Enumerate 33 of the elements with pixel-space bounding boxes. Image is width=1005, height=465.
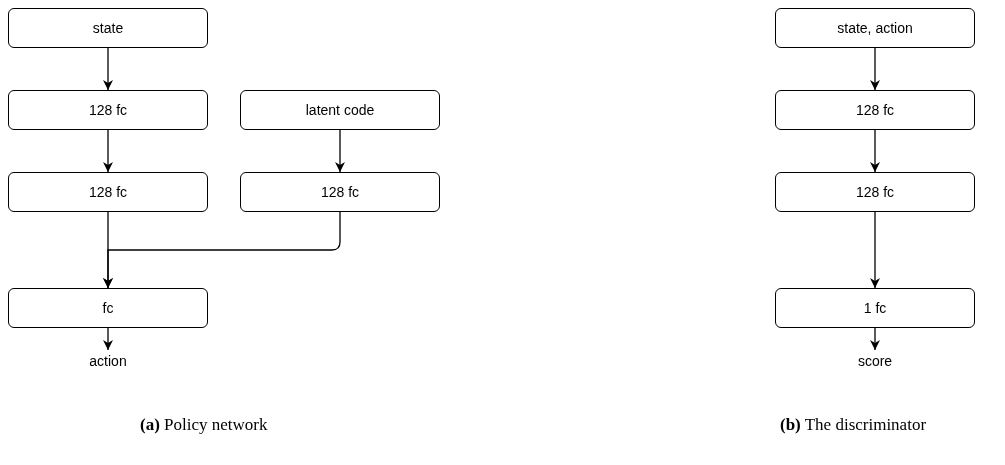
output-label: action bbox=[78, 350, 138, 372]
layer-box bbox=[775, 90, 975, 130]
layer-label: 128 fc bbox=[88, 183, 128, 201]
arrow bbox=[103, 129, 113, 173]
layer-box bbox=[775, 288, 975, 328]
layer-box bbox=[8, 90, 208, 130]
arrow bbox=[103, 211, 341, 289]
arrow bbox=[103, 327, 113, 351]
output-label: score bbox=[845, 350, 905, 372]
arrow bbox=[870, 47, 880, 91]
arrow bbox=[870, 211, 880, 289]
layer-box bbox=[8, 8, 208, 48]
layer-box bbox=[8, 288, 208, 328]
layer-label: fc bbox=[102, 299, 114, 317]
layer-label: 128 fc bbox=[855, 183, 895, 201]
arrow bbox=[335, 129, 345, 173]
figure-caption: (a) Policy network bbox=[140, 415, 268, 435]
layer-box bbox=[240, 172, 440, 212]
layer-box bbox=[240, 90, 440, 130]
layer-label: 128 fc bbox=[855, 101, 895, 119]
arrow bbox=[870, 327, 880, 351]
layer-box bbox=[775, 8, 975, 48]
layer-label: 128 fc bbox=[88, 101, 128, 119]
layer-label: 1 fc bbox=[863, 299, 887, 317]
layer-label: 128 fc bbox=[320, 183, 360, 201]
layer-label: latent code bbox=[305, 101, 375, 119]
layer-box bbox=[8, 172, 208, 212]
layer-label: state bbox=[92, 19, 124, 37]
figure-caption: (b) The discriminator bbox=[780, 415, 927, 435]
layer-box bbox=[775, 172, 975, 212]
layer-label: state, action bbox=[837, 19, 913, 37]
arrow bbox=[103, 47, 113, 91]
arrow bbox=[870, 129, 880, 173]
